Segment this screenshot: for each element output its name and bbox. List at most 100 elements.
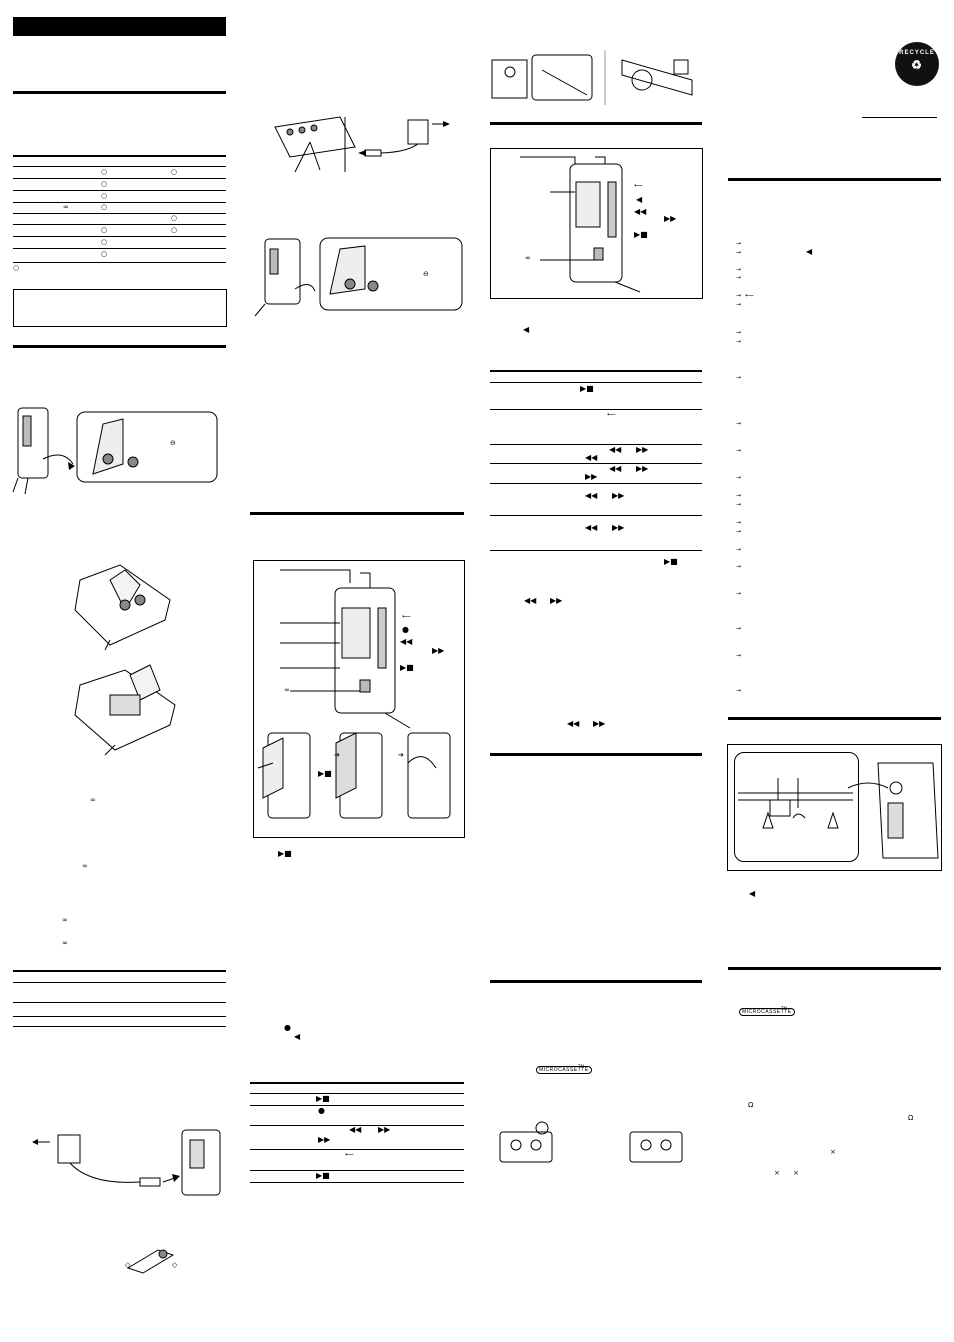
bullet-arrow-icon: →	[736, 501, 742, 508]
section-rule-8	[728, 717, 941, 720]
section-rule-4	[490, 122, 702, 125]
bullet-arrow-icon: →	[736, 546, 742, 553]
seal-text-top: RECYCLE	[899, 50, 935, 56]
bullet-arrow-icon: →	[736, 687, 742, 694]
record-icon: ●	[402, 625, 409, 634]
rewind-icon: ◀◀	[349, 1125, 362, 1134]
circle-icon: ○	[101, 226, 108, 234]
circle-icon: ○	[101, 250, 108, 258]
fast-forward-icon: ▶▶	[636, 464, 649, 473]
bullet-arrow-icon: →	[736, 329, 742, 336]
ac-adaptor-figure	[32, 1129, 221, 1196]
cassette-insert-sequence	[257, 732, 451, 819]
section-rule-6	[490, 980, 702, 983]
bullet-arrow-icon: →	[736, 563, 742, 570]
battery-insert-figure	[12, 407, 218, 495]
battery-icon: ∞	[90, 796, 96, 804]
dc-plug-figure	[126, 1249, 175, 1274]
play-stop-icon: ▶■	[400, 663, 414, 672]
circle-icon: ○	[101, 192, 108, 200]
minus-terminal-icon: ⊖	[423, 270, 429, 278]
header-bar	[13, 17, 226, 36]
signature-line	[862, 117, 937, 118]
fast-forward-icon: ▶▶	[318, 1135, 331, 1144]
remote-adaptor-figure	[274, 116, 450, 173]
record-icon: ●	[318, 1106, 325, 1115]
rewind-icon: ◀◀	[609, 445, 622, 454]
play-stop-icon: ▶■	[316, 1094, 330, 1103]
arrow-left-icon: ⟵	[402, 613, 411, 620]
bullet-arrow-icon: →	[736, 519, 742, 526]
playback-recorder-diagram	[520, 156, 641, 293]
circle-icon: ○	[101, 238, 108, 246]
bullet-arrow-icon: →	[736, 249, 742, 256]
arrow-left-icon: ⟵	[634, 182, 643, 189]
polarity-icon: ◇	[172, 1261, 178, 1269]
section-rule-1	[13, 91, 226, 94]
circle-icon: ○	[101, 203, 108, 211]
microcassette-logo: MICROCASSETTE	[536, 1066, 592, 1074]
rewind-icon: ◀◀	[400, 637, 413, 646]
section-rule-7	[728, 178, 941, 181]
bullet-arrow-icon: →	[736, 240, 742, 247]
bullet-arrow-icon: →	[736, 338, 742, 345]
circle-icon: ○	[171, 214, 178, 222]
fast-forward-icon: ▶▶	[612, 523, 625, 532]
bullet-arrow-icon: →	[736, 590, 742, 597]
battery-icon: ∞	[62, 939, 68, 947]
bullet-arrow-icon: →	[736, 492, 742, 499]
circle-icon: ○	[171, 168, 178, 176]
polarity-icon: ◇	[125, 1261, 131, 1269]
head-detail-frame	[734, 752, 859, 862]
rewind-icon: ◀◀	[585, 491, 598, 500]
recycle-seal: RECYCLE ♻	[895, 42, 939, 86]
battery-figure-2	[74, 564, 171, 651]
bullet-arrow-icon: →	[736, 292, 742, 299]
section-rule-9	[728, 967, 941, 970]
times-symbol: ×	[793, 1169, 799, 1177]
trademark-mark: TM	[781, 1006, 787, 1011]
left-triangle-icon: ◀	[806, 247, 813, 256]
battery-icon: ∞	[82, 862, 88, 870]
rewind-icon: ◀◀	[567, 719, 580, 728]
circle-icon: ○	[13, 264, 20, 272]
fast-forward-icon: ▶▶	[593, 719, 606, 728]
arrow-right-icon: ➔	[398, 751, 404, 759]
section-rule-5	[490, 753, 702, 756]
battery-icon: ∞	[63, 203, 69, 211]
times-symbol: ×	[774, 1169, 780, 1177]
rewind-icon: ◀◀	[585, 523, 598, 532]
battery-icon: ∞	[62, 916, 68, 924]
trademark-mark: TM	[578, 1064, 584, 1069]
bullet-arrow-icon: →	[736, 625, 742, 632]
fast-forward-icon: ▶▶	[612, 491, 625, 500]
left-triangle-icon: ◀	[523, 325, 530, 334]
play-stop-icon: ▶■	[664, 557, 678, 566]
circle-icon: ○	[101, 168, 108, 176]
play-stop-icon: ▶■	[634, 230, 648, 239]
bullet-arrow-icon: →	[736, 374, 742, 381]
rewind-icon: ◀◀	[524, 596, 537, 605]
fast-forward-icon: ▶▶	[550, 596, 563, 605]
fast-forward-icon: ▶▶	[432, 646, 445, 655]
minus-terminal-icon: ⊖	[170, 439, 176, 447]
circle-icon: ○	[101, 180, 108, 188]
play-stop-icon: ▶■	[580, 384, 594, 393]
seal-text-bottom: ♻	[911, 58, 923, 72]
left-triangle-icon: ◀	[749, 889, 756, 898]
times-symbol: ×	[830, 1148, 836, 1156]
rewind-icon: ◀◀	[609, 464, 622, 473]
head-detail-diagram	[738, 762, 939, 859]
fast-forward-icon: ▶▶	[585, 472, 598, 481]
battery-figure-3	[74, 664, 176, 756]
play-stop-icon: ▶■	[318, 769, 332, 778]
rewind-icon: ◀◀	[585, 453, 598, 462]
bullet-arrow-icon: →	[736, 447, 742, 454]
bullet-arrow-icon: →	[736, 420, 742, 427]
bullet-arrow-icon: →	[736, 266, 742, 273]
section-rule-3	[250, 512, 464, 515]
tab-detail-figure	[491, 50, 693, 105]
note-box	[13, 289, 227, 327]
fast-forward-icon: ▶▶	[664, 214, 677, 223]
arrow-left-icon: ⟵	[345, 1151, 354, 1158]
